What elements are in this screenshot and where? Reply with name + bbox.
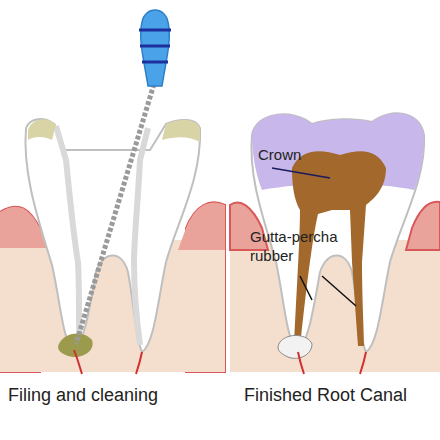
part-label: Gutta-percha rubber bbox=[250, 228, 354, 266]
leader-line bbox=[272, 168, 330, 178]
file-shaft bbox=[76, 84, 154, 344]
tooth-outline bbox=[25, 119, 200, 352]
panel-caption: Finished Root Canal bbox=[244, 384, 436, 407]
handle-ring bbox=[139, 30, 171, 62]
part-label: Crown bbox=[258, 146, 328, 165]
left-tooth bbox=[25, 119, 200, 374]
decay-area bbox=[28, 119, 56, 140]
leader-line bbox=[322, 276, 356, 306]
healed-tissue bbox=[278, 335, 312, 358]
file-handle bbox=[141, 10, 170, 86]
nerve-line bbox=[74, 350, 142, 374]
gutta-percha-filling bbox=[292, 151, 386, 346]
endodontic-file bbox=[76, 10, 171, 344]
decay-area bbox=[162, 120, 200, 142]
pulp-canal bbox=[56, 126, 148, 345]
panel-caption: Filing and cleaning bbox=[8, 384, 218, 407]
leader-line bbox=[300, 276, 312, 300]
nerve-line bbox=[298, 352, 366, 374]
bone-tissue bbox=[0, 240, 225, 372]
gum-tissue bbox=[406, 202, 440, 250]
